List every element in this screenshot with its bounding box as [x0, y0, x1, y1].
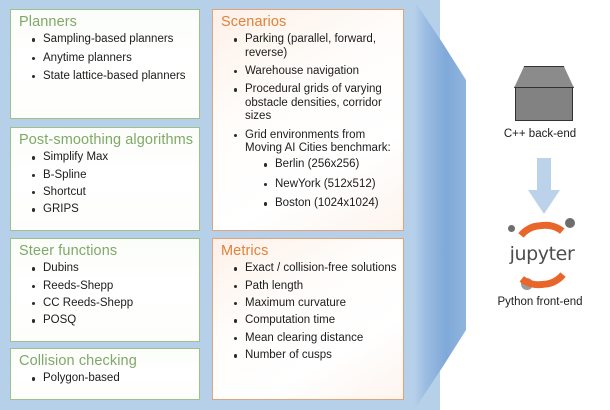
card-title-post-smoothing: Post-smoothing algorithms: [19, 132, 194, 148]
list-item-label: Grid environments from Moving AI Cities …: [245, 128, 391, 155]
jupyter-wordmark: jupyter: [509, 243, 575, 265]
card-scenarios[interactable]: Scenarios Parking (parallel, forward, re…: [212, 9, 404, 231]
card-title-steer-functions: Steer functions: [19, 243, 118, 259]
card-metrics[interactable]: Metrics Exact / collision-free solutions…: [212, 238, 404, 400]
list-item: Polygon-based: [31, 372, 193, 385]
list-scenarios: Parking (parallel, forward, reverse) War…: [213, 33, 403, 210]
list-scenarios-cities: Berlin (256x256) NewYork (512x512) Bosto…: [245, 158, 397, 210]
list-item: Anytime planners: [31, 52, 193, 65]
card-title-planners: Planners: [19, 14, 78, 30]
list-item: Path length: [233, 280, 397, 293]
list-collision-checking: Polygon-based: [11, 372, 199, 385]
list-planners: Sampling-based planners Anytime planners…: [11, 33, 199, 83]
card-post-smoothing[interactable]: Post-smoothing algorithms Simplify Max B…: [10, 127, 200, 231]
list-item: Maximum curvature: [233, 297, 397, 310]
list-item: Boston (1024x1024): [263, 197, 397, 210]
card-collision-checking[interactable]: Collision checking Polygon-based: [10, 348, 200, 400]
card-title-scenarios: Scenarios: [221, 14, 287, 30]
list-item: CC Reeds-Shepp: [31, 297, 193, 310]
jupyter-dot-bottom-icon: [521, 278, 533, 290]
list-item: Dubins: [31, 262, 193, 275]
list-item: Exact / collision-free solutions: [233, 262, 397, 275]
blue-panel-beveled-edge: [414, 0, 466, 410]
frontend-label: Python front-end: [497, 296, 583, 308]
list-item: Warehouse navigation: [233, 65, 397, 78]
list-steer-functions: Dubins Reeds-Shepp CC Reeds-Shepp POSQ: [11, 262, 199, 328]
list-item: Simplify Max: [31, 151, 193, 164]
list-item: GRIPS: [31, 203, 193, 216]
list-item: Procedural grids of varying obstacle den…: [233, 83, 397, 123]
list-post-smoothing: Simplify Max B-Spline Shortcut GRIPS: [11, 151, 199, 217]
list-item: Reeds-Shepp: [31, 280, 193, 293]
list-item: Grid environments from Moving AI Cities …: [233, 129, 397, 211]
list-item: POSQ: [31, 314, 193, 327]
arrow-head: [528, 190, 560, 214]
backend-label: C++ back-end: [503, 128, 577, 140]
architecture-column: C++ back-end jupyter Python front-end: [470, 0, 610, 410]
jupyter-dot-left-icon: [508, 225, 515, 232]
down-arrow-icon: [528, 158, 560, 214]
list-item: Berlin (256x256): [263, 158, 397, 171]
card-steer-functions[interactable]: Steer functions Dubins Reeds-Shepp CC Re…: [10, 238, 200, 342]
3d-box-body-icon: [515, 87, 573, 121]
list-item: State lattice-based planners: [31, 70, 193, 83]
list-metrics: Exact / collision-free solutions Path le…: [213, 262, 403, 362]
card-title-collision-checking: Collision checking: [19, 353, 137, 369]
arrow-stem: [537, 158, 551, 192]
3d-box-icon: [514, 66, 574, 122]
list-item: Computation time: [233, 314, 397, 327]
list-item: Parking (parallel, forward, reverse): [233, 33, 397, 60]
list-item: Sampling-based planners: [31, 33, 193, 46]
card-title-metrics: Metrics: [221, 243, 269, 259]
jupyter-logo: jupyter: [496, 216, 588, 294]
list-item: B-Spline: [31, 169, 193, 182]
card-planners[interactable]: Planners Sampling-based planners Anytime…: [10, 9, 200, 119]
jupyter-dot-right-icon: [565, 218, 575, 228]
list-item: Shortcut: [31, 186, 193, 199]
list-item: Number of cusps: [233, 349, 397, 362]
3d-box-lid-icon: [514, 66, 574, 88]
list-item: NewYork (512x512): [263, 178, 397, 191]
list-item: Mean clearing distance: [233, 332, 397, 345]
